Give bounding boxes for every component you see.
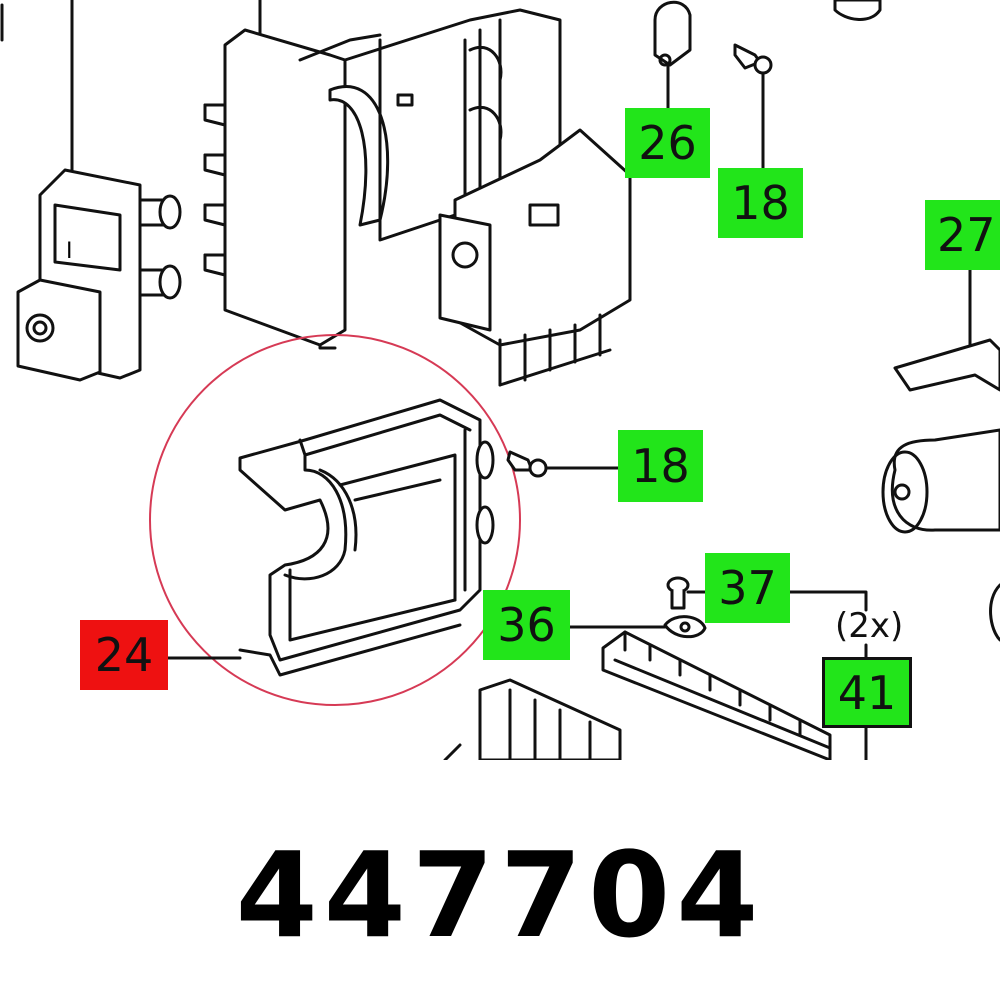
callout-18-middle: 18 [618, 430, 703, 502]
washer-part-36 [568, 615, 707, 639]
lever-part-27 [881, 268, 1000, 642]
cover-part-24 [166, 398, 495, 677]
clip-part-26 [653, 0, 692, 110]
switch-part: I [16, 0, 182, 382]
top-right-part [833, 0, 882, 21]
highlight-circle [149, 334, 521, 706]
exploded-parts-diagram: I [0, 0, 1000, 760]
callout-26: 26 [625, 108, 710, 178]
rail-part [443, 630, 832, 760]
screw-part-18a [733, 43, 773, 170]
quantity-note: (2x) [835, 606, 904, 646]
callout-41: 41 [822, 657, 912, 728]
leader-37 [788, 590, 868, 612]
callout-18-top: 18 [718, 168, 803, 238]
screw-part-37 [666, 576, 707, 610]
screw-part-18b [506, 450, 620, 478]
callout-37: 37 [705, 553, 790, 623]
callout-24-highlighted: 24 [80, 620, 168, 690]
svg-text:I: I [66, 239, 73, 264]
callout-27: 27 [925, 200, 1000, 270]
housing-part [203, 0, 632, 387]
callout-36: 36 [483, 590, 570, 660]
part-number: 447704 [235, 826, 765, 964]
